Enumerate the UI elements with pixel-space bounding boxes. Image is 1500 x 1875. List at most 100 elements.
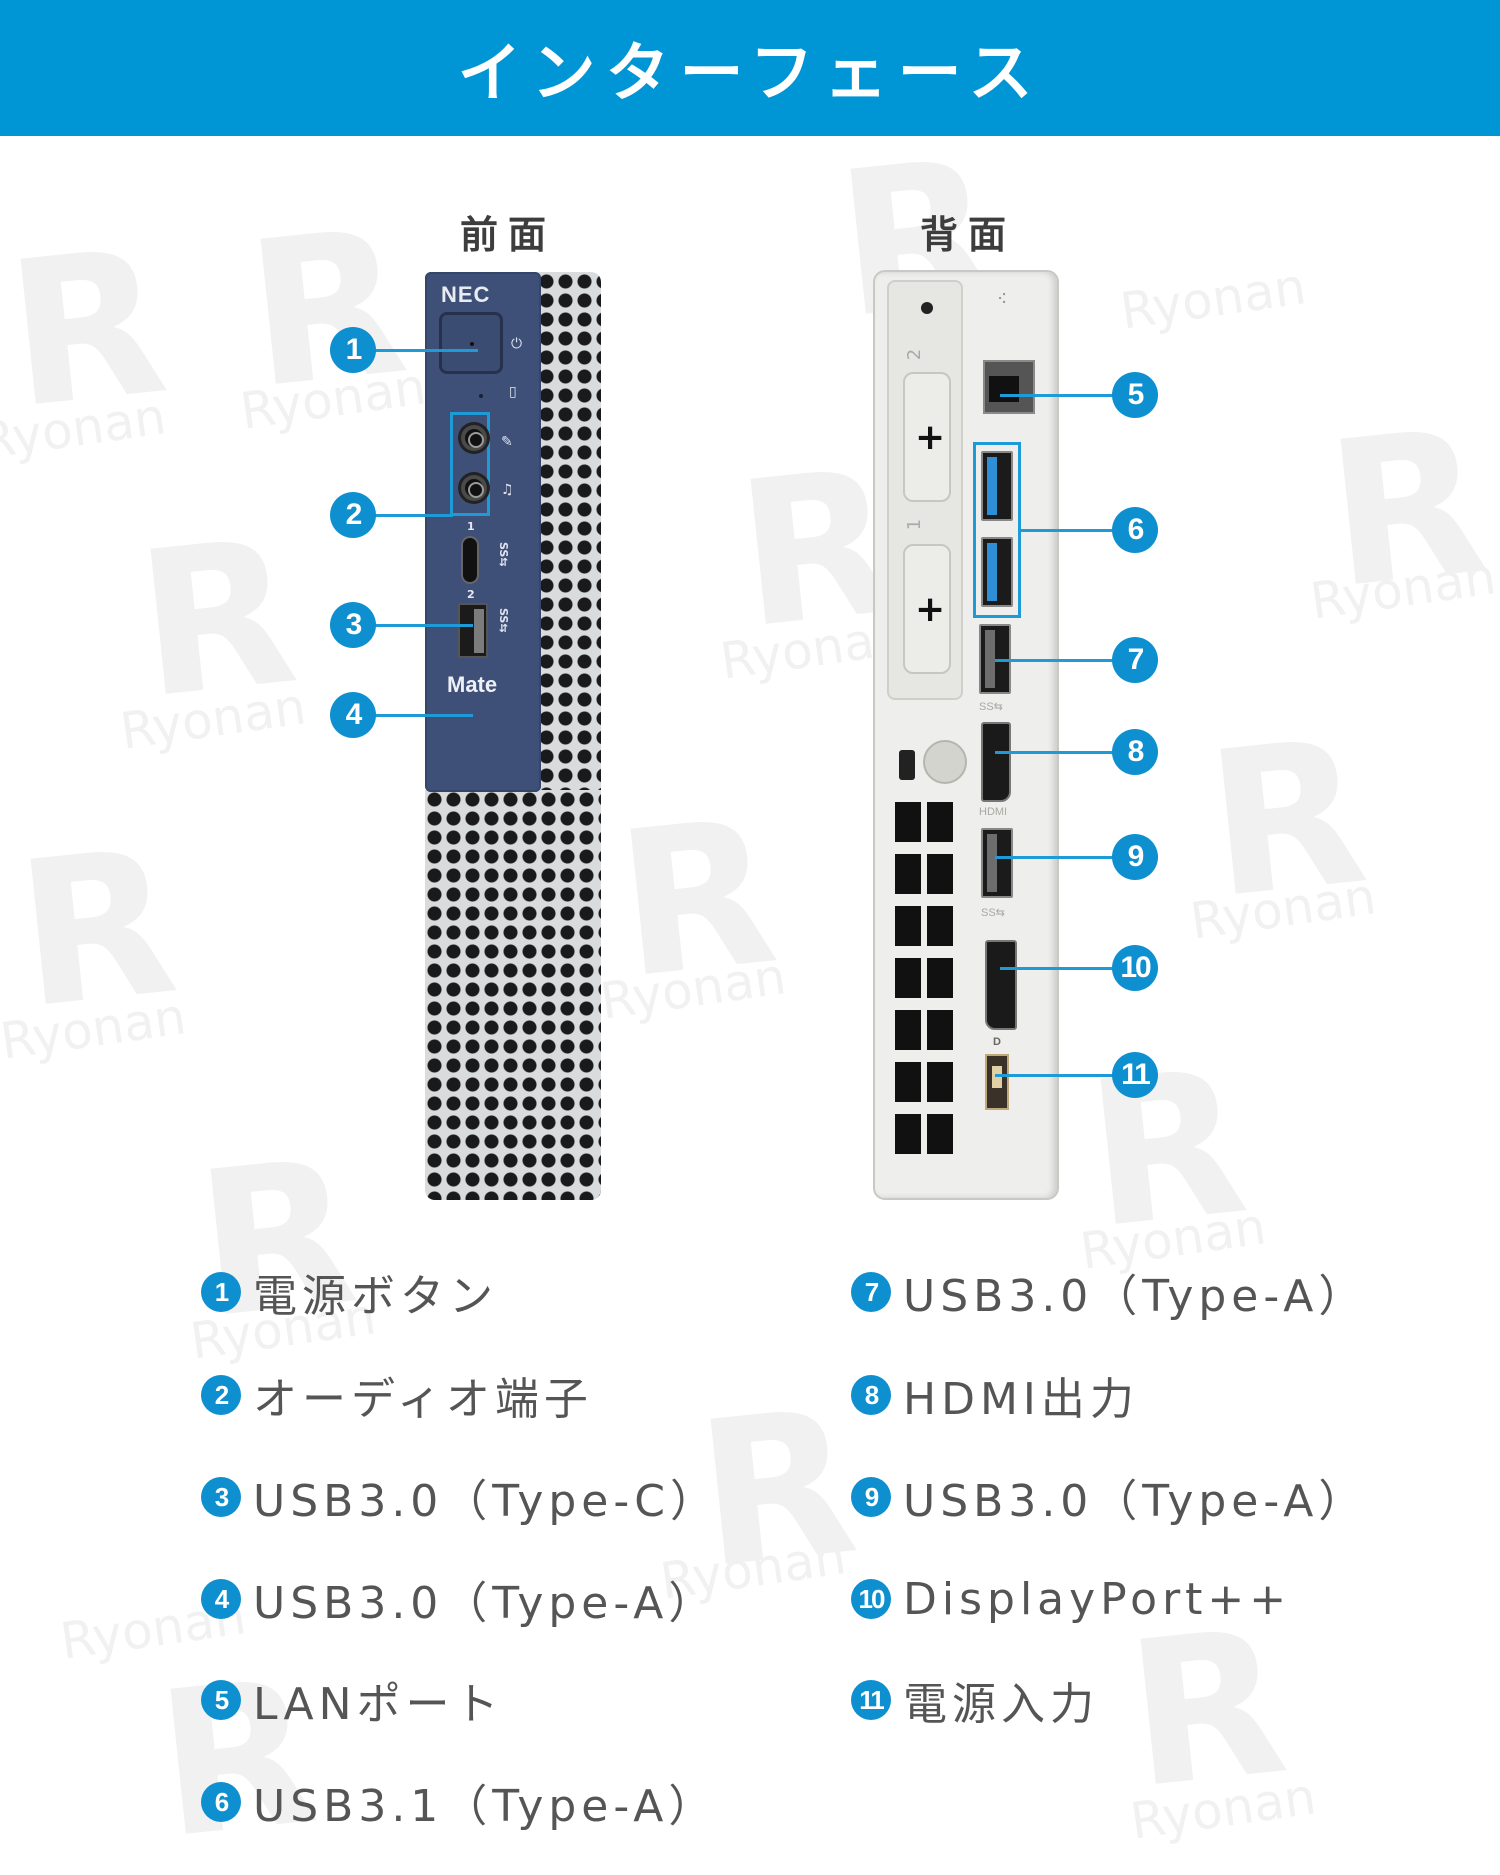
watermark-logo: R [238,185,416,434]
legend-number: 11 [851,1680,891,1720]
callout-2: 2 [330,492,376,538]
legend-number: 4 [201,1579,241,1619]
callout-line [1000,967,1135,970]
usb-a-port [981,828,1013,898]
mate-logo: Mate [447,672,498,697]
displayport [985,940,1017,1030]
watermark-text: Ryonan [0,387,170,471]
slot-number: 2 [904,348,926,361]
superspeed-icon: SS⇆ [497,542,510,567]
thumb-screw [923,740,967,784]
security-slot [899,750,915,780]
watermark-text: Ryonan [1306,547,1500,631]
callout-line [995,1074,1135,1077]
rear-vent-grille [895,802,953,1162]
slot-number: 1 [904,518,926,531]
callout-line [995,856,1135,859]
watermark-logo: R [608,775,786,1024]
front-panel: NEC ⏻ ▯ ✎ ♫ 1 SS⇆ 2 SS⇆ Mate [425,272,541,792]
port-number: 2 [467,588,475,601]
watermark-text: Ryonan [116,677,310,761]
callout-line [353,624,473,627]
callout-11: 11 [1112,1052,1158,1098]
plus-icon: + [915,417,946,458]
mic-jack [461,425,487,451]
legend-number: 7 [851,1272,891,1312]
screw-hole [921,302,933,314]
callout-10: 10 [1112,945,1158,991]
usb-a-port [981,451,1013,521]
title-bar: インターフェース [0,0,1500,136]
watermark-logo: R [8,805,186,1054]
usb-a-port [981,537,1013,607]
audio-highlight-box [450,412,490,516]
callout-line [1000,394,1135,397]
watermark-logo: R [1198,695,1376,944]
usb-c-port [461,536,479,584]
legend-number: 2 [201,1375,241,1415]
lan-port [983,360,1035,414]
watermark-logo: R [128,495,306,744]
legend-label: 電源ボタン [253,1271,498,1322]
callout-line [995,659,1135,662]
watermark-text: Ryonan [236,357,430,441]
usb31-highlight-box [973,442,1021,618]
legend-item: 7 USB3.0（Type-A） [851,1262,1367,1322]
expansion-slot-cover: + [903,544,951,674]
legend-number: 1 [201,1272,241,1312]
hdmi-label: HDMI [979,806,1008,818]
usb-a-port [458,603,488,658]
legend-item: 1 電源ボタン [201,1262,498,1322]
headphone-icon: ♫ [501,482,514,498]
legend-number: 9 [851,1477,891,1517]
legend-item: 2 オーディオ端子 [201,1365,593,1425]
callout-1: 1 [330,327,376,373]
legend-item: 3 USB3.0（Type-C） [201,1467,719,1527]
legend-item: 9 USB3.0（Type-A） [851,1467,1367,1527]
callout-6: 6 [1112,507,1158,553]
legend-label: USB3.0（Type-A） [253,1578,718,1629]
callout-line [995,751,1135,754]
nec-logo: NEC [441,282,491,307]
power-icon: ⏻ [511,336,523,352]
port-number: 1 [467,520,475,533]
callout-line [353,714,473,717]
page-title: インターフェース [457,37,1043,111]
front-label: 前面 [459,213,556,257]
watermark-logo: R [1118,1585,1296,1834]
legend-number: 5 [201,1680,241,1720]
legend-item: 8 HDMI出力 [851,1365,1139,1425]
legend-label: USB3.1（Type-A） [253,1781,718,1832]
watermark-text: Ryonan [1116,257,1310,341]
plus-icon: + [915,589,946,630]
superspeed-icon: SS⇆ [979,701,1003,713]
watermark-text: Ryonan [0,987,190,1071]
callout-4: 4 [330,692,376,738]
legend-label: USB3.0（Type-A） [903,1476,1368,1527]
callout-7: 7 [1112,637,1158,683]
callout-9: 9 [1112,834,1158,880]
hdd-led [479,394,483,398]
callout-3: 3 [330,602,376,648]
legend-label: USB3.0（Type-A） [903,1271,1368,1322]
legend-number: 3 [201,1477,241,1517]
watermark-logo: R [1318,385,1496,634]
callout-line [353,349,478,352]
callout-5: 5 [1112,372,1158,418]
superspeed-icon: SS⇆ [981,907,1005,919]
legend-item: 4 USB3.0（Type-A） [201,1569,717,1629]
network-icon: ⠪ [997,292,1008,308]
watermark-text: Ryonan [1126,1767,1320,1851]
expansion-slot-cover: + [903,372,951,502]
mic-icon: ✎ [501,434,513,450]
hdd-icon: ▯ [509,384,517,400]
legend-number: 6 [201,1782,241,1822]
hdmi-port [981,722,1011,802]
front-unit-image: NEC ⏻ ▯ ✎ ♫ 1 SS⇆ 2 SS⇆ Mate [425,272,601,1200]
legend-label: HDMI出力 [903,1374,1139,1425]
legend-number: 8 [851,1375,891,1415]
watermark-text: Ryonan [1186,867,1380,951]
back-label: 背面 [919,213,1016,257]
legend-label: LANポート [253,1679,504,1730]
legend-item: 5 LANポート [201,1670,504,1730]
